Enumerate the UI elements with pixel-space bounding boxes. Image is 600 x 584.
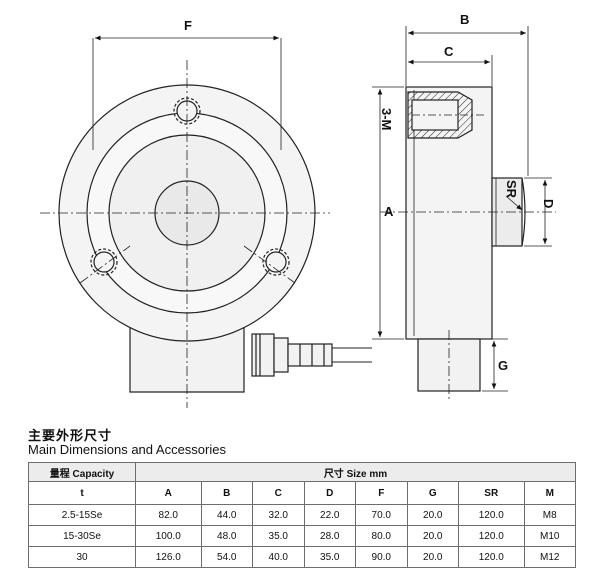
table-cell: 120.0 <box>458 525 525 547</box>
cable <box>332 347 372 363</box>
size-header-en: Size mm <box>346 468 388 480</box>
label-sr: SR <box>504 180 519 199</box>
label-d: D <box>541 199 556 208</box>
label-thread: 3-M <box>379 108 394 130</box>
size-header-cn: 尺寸 <box>323 468 344 480</box>
table-cell: M10 <box>523 525 576 547</box>
table-cell: 28.0 <box>303 525 356 547</box>
technical-drawing: F <box>40 12 556 408</box>
label-f: F <box>184 18 192 33</box>
dimension-a <box>372 86 404 340</box>
table-column-row: t A B C D F G SR M <box>28 481 576 505</box>
table-cell: 48.0 <box>200 525 253 547</box>
table-cell: 32.0 <box>252 504 305 526</box>
side-base <box>417 338 481 392</box>
dimension-b <box>405 26 529 176</box>
table-cell: 20.0 <box>406 546 459 568</box>
dimension-d <box>524 177 552 247</box>
table-cell: 35.0 <box>252 525 305 547</box>
label-b: B <box>460 12 469 27</box>
column-header: B <box>200 481 253 505</box>
table-cell: 2.5-15Se <box>28 504 136 526</box>
table-row: 15-30Se 100.0 48.0 35.0 28.0 80.0 20.0 1… <box>28 525 576 547</box>
table-cell: 70.0 <box>355 504 408 526</box>
table-cell: 100.0 <box>135 525 202 547</box>
table-cell: 126.0 <box>135 546 202 568</box>
dimension-g <box>482 338 508 392</box>
cable-gland <box>251 333 333 377</box>
column-header: M <box>523 481 576 505</box>
size-header: 尺寸 Size mm <box>135 462 576 482</box>
table-cell: 20.0 <box>406 525 459 547</box>
table-cell: 44.0 <box>200 504 253 526</box>
table-row: 2.5-15Se 82.0 44.0 32.0 22.0 70.0 20.0 1… <box>28 504 576 526</box>
column-header: t <box>28 481 136 505</box>
column-header: G <box>406 481 459 505</box>
table-cell: M8 <box>523 504 576 526</box>
capacity-header-en: Capacity <box>72 468 115 480</box>
table-cell: 80.0 <box>355 525 408 547</box>
table-cell: 82.0 <box>135 504 202 526</box>
front-view <box>40 35 372 408</box>
table-cell: 30 <box>28 546 136 568</box>
column-header: SR <box>458 481 525 505</box>
column-header: C <box>252 481 305 505</box>
table-cell: 90.0 <box>355 546 408 568</box>
label-c: C <box>444 44 454 59</box>
table-row: 30 126.0 54.0 40.0 35.0 90.0 20.0 120.0 … <box>28 546 576 568</box>
capacity-header-cn: 量程 <box>49 468 70 480</box>
table-header-row: 量程 Capacity 尺寸 Size mm <box>28 462 576 482</box>
dimensions-table: 量程 Capacity 尺寸 Size mm t A B C D F G SR … <box>28 462 576 568</box>
dimension-f <box>92 35 282 150</box>
sr-leader <box>505 195 523 211</box>
capacity-header: 量程 Capacity <box>28 462 136 482</box>
column-header: D <box>303 481 356 505</box>
table-cell: M12 <box>523 546 576 568</box>
table-cell: 35.0 <box>303 546 356 568</box>
heading-english: Main Dimensions and Accessories <box>28 442 226 457</box>
table-cell: 54.0 <box>200 546 253 568</box>
column-header: A <box>135 481 202 505</box>
side-view <box>372 26 556 400</box>
column-header: F <box>355 481 408 505</box>
table-cell: 22.0 <box>303 504 356 526</box>
table-cell: 15-30Se <box>28 525 136 547</box>
table-cell: 20.0 <box>406 504 459 526</box>
label-a: A <box>384 204 394 219</box>
threaded-hole <box>407 91 484 139</box>
table-cell: 120.0 <box>458 504 525 526</box>
heading-chinese: 主要外形尺寸 <box>28 428 113 443</box>
table-cell: 120.0 <box>458 546 525 568</box>
dimension-c <box>408 55 493 86</box>
table-cell: 40.0 <box>252 546 305 568</box>
center-lines <box>40 60 330 408</box>
label-g: G <box>498 358 508 373</box>
